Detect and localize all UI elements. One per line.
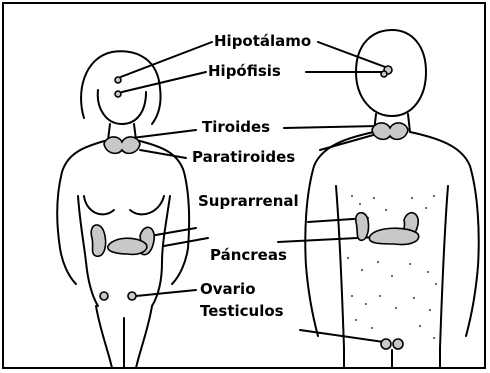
line-hipofisis-female [122, 72, 206, 92]
male-figure [305, 30, 478, 368]
male-torso-left [336, 186, 344, 348]
line-tiroides-male [284, 126, 378, 128]
label-ovario: Ovario [200, 282, 256, 297]
female-hair [81, 51, 160, 124]
label-paratiroides: Paratiroides [192, 150, 295, 165]
female-left-arm [57, 140, 108, 284]
male-legs [344, 348, 440, 368]
female-breast-left [84, 196, 114, 214]
male-torso-right [440, 186, 448, 348]
female-breast-right [130, 196, 164, 214]
line-testiculos [300, 330, 384, 342]
label-tiroides: Tiroides [202, 120, 270, 135]
label-suprarrenal: Suprarrenal [198, 194, 299, 209]
line-pancreas-female [164, 238, 208, 246]
label-hipotalamo: Hipotálamo [214, 34, 311, 49]
testicles [381, 339, 403, 349]
line-ovario [136, 290, 196, 296]
female-torso-right [152, 196, 170, 306]
label-hipofisis: Hipófisis [208, 64, 281, 79]
female-legs [96, 306, 152, 368]
line-tiroides-female [132, 130, 196, 138]
ovaries [100, 292, 136, 300]
female-face [98, 90, 146, 124]
label-pancreas: Páncreas [210, 248, 287, 263]
line-paratiroides-female [140, 150, 186, 158]
line-hipotalamo-female [118, 42, 212, 78]
line-hipotalamo-male [318, 42, 388, 68]
female-figure [57, 51, 189, 368]
label-testiculos: Testiculos [200, 304, 284, 319]
